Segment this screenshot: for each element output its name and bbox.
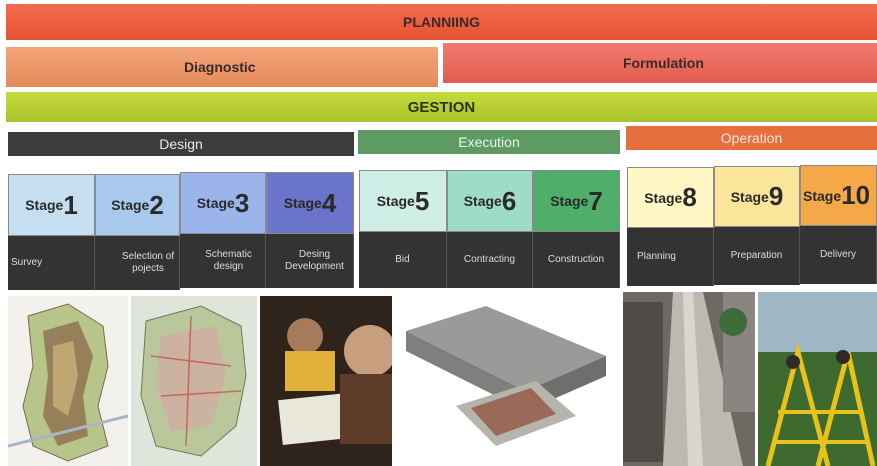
stage-5-description: Bid: [359, 232, 447, 288]
execution-label: Execution: [458, 134, 520, 150]
operation-bar: Operation: [626, 126, 877, 150]
children-workshop-photo: [260, 296, 392, 466]
stage-1-number: 1: [63, 189, 78, 220]
formulation-label: Formulation: [623, 55, 704, 71]
playground-delivery-photo: [758, 292, 877, 466]
stage-8-word: Stage: [644, 189, 683, 206]
stage-2-word: Stage: [111, 197, 150, 213]
stage-7-word: Stage: [550, 193, 589, 209]
construction-model-render: [396, 296, 622, 466]
projects-map-photo: [131, 296, 257, 466]
diagnostic-bar: Diagnostic: [6, 47, 438, 87]
stage-10-number: 10: [841, 180, 871, 210]
planning-bar: PLANNIING: [6, 4, 877, 40]
stage-3-number: 3: [234, 187, 250, 218]
stage-2-description: Selection of pojects: [95, 236, 180, 290]
operation-label: Operation: [720, 130, 783, 146]
street-aerial-photo: [623, 292, 755, 466]
stage-9-word: Stage: [730, 188, 769, 205]
stage-1-description: Survey: [8, 236, 95, 290]
stage-4-word: Stage: [283, 195, 322, 211]
stage-6-description: Contracting: [447, 232, 533, 288]
execution-bar: Execution: [358, 130, 620, 154]
survey-map-photo: [8, 296, 128, 466]
stage-6-word: Stage: [463, 193, 502, 209]
stage-10-description: Delivery: [800, 226, 877, 284]
stage-4-number: 4: [321, 187, 337, 218]
diagnostic-label: Diagnostic: [184, 59, 256, 75]
gestion-bar: GESTION: [6, 92, 877, 122]
stage-3-description: Schematic design: [180, 234, 266, 288]
stage-1-word: Stage: [25, 197, 64, 213]
planning-label: PLANNIING: [403, 14, 480, 30]
stage-8-number: 8: [682, 182, 697, 212]
stage-5-word: Stage: [376, 193, 415, 209]
stage-9-description: Preparation: [714, 227, 800, 285]
stage-4-description: Desing Development: [266, 234, 354, 288]
gestion-label: GESTION: [407, 98, 476, 116]
stage-9-number: 9: [768, 181, 784, 211]
stage-3-word: Stage: [196, 195, 235, 211]
stage-6-number: 6: [501, 185, 517, 216]
stage-7-description: Construction: [533, 232, 620, 288]
formulation-bar: Formulation: [443, 43, 877, 83]
stage-2-number: 2: [149, 189, 164, 220]
design-bar: Design: [8, 132, 354, 156]
stage-7-number: 7: [588, 185, 603, 216]
stage-8-description: Planning: [627, 228, 714, 286]
design-label: Design: [159, 136, 203, 152]
stage-5-number: 5: [414, 185, 430, 216]
stage-10-word: Stage: [803, 187, 842, 204]
